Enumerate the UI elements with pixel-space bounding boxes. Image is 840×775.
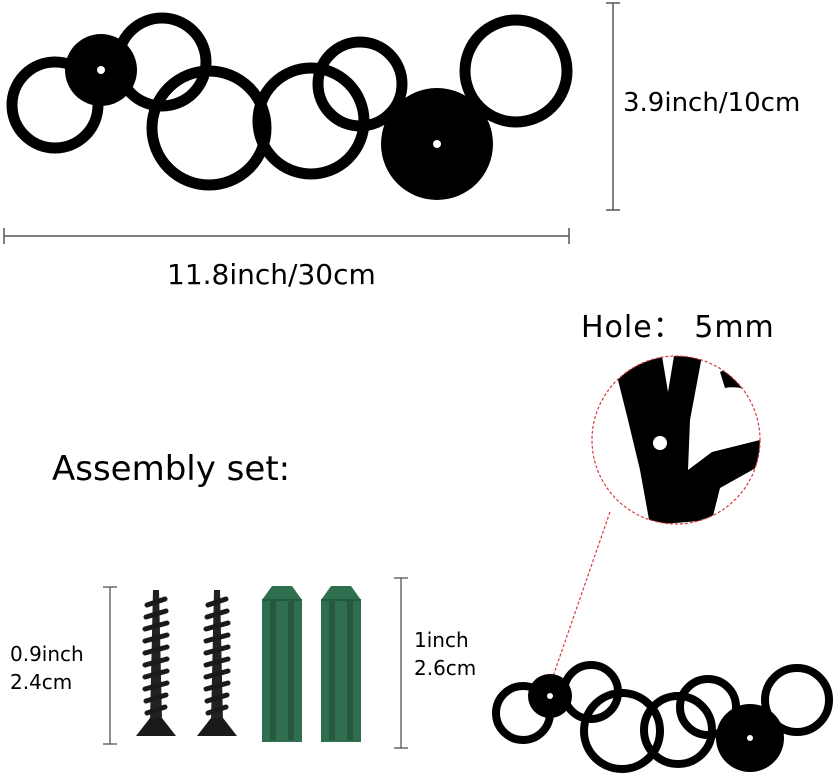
anchor-2 xyxy=(321,586,361,742)
assembly-set-title: Assembly set: xyxy=(52,449,291,489)
mount-hole-large xyxy=(433,140,441,148)
ring-3 xyxy=(146,65,272,191)
width-label: 11.8inch/30cm xyxy=(167,258,376,291)
anchor-length-cm: 2.6cm xyxy=(414,656,477,680)
ring-6 xyxy=(459,14,573,128)
height-label: 3.9inch/10cm xyxy=(623,88,801,118)
screw-length-inch: 0.9inch xyxy=(10,642,84,666)
anchor-1 xyxy=(262,586,302,742)
mount-hole-small xyxy=(97,66,105,74)
screw-2 xyxy=(197,590,237,736)
hole-label: Hole： 5mm xyxy=(581,310,775,345)
screw-1 xyxy=(136,590,176,736)
anchor-length-inch: 1inch xyxy=(414,628,469,652)
screw-length-cm: 2.4cm xyxy=(10,670,73,694)
magnified-hole xyxy=(653,436,667,450)
ring-5 xyxy=(312,36,408,132)
